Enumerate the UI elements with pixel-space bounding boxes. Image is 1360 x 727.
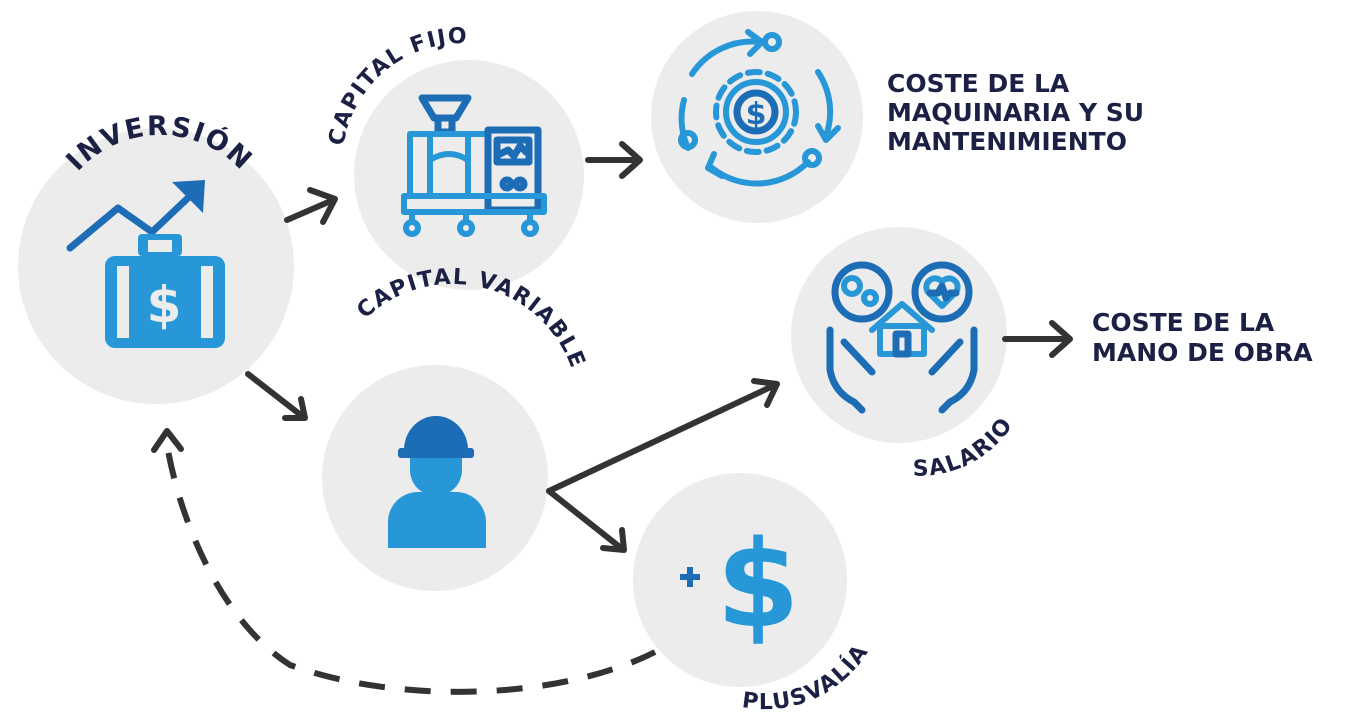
svg-text:$: $	[746, 97, 767, 132]
svg-text:$: $	[147, 276, 182, 334]
arrow-salario-to-mano-obra	[1002, 320, 1073, 358]
arrow-variable-to-salario	[546, 378, 780, 494]
worker-helmet-icon	[388, 416, 486, 548]
outcome-mano-obra: COSTE DE LA MANO DE OBRA	[1092, 308, 1313, 367]
plusvalia-circle	[633, 473, 847, 687]
outcome-maquinaria-line1: COSTE DE LA	[887, 69, 1070, 98]
outcome-maquinaria: COSTE DE LA MAQUINARIA Y SU MANTENIMIENT…	[887, 69, 1144, 156]
dashed-arrow-plusvalia-to-inversion	[151, 428, 657, 695]
arrow-fijo-to-maquinaria	[585, 141, 643, 179]
outcome-maquinaria-line3: MANTENIMIENTO	[887, 127, 1127, 156]
care-hands-house-icon	[826, 261, 978, 414]
money-briefcase-growth-icon: $	[66, 180, 225, 348]
outcome-maquinaria-line2: MAQUINARIA Y SU	[887, 98, 1144, 127]
arrow-inversion-to-fijo	[284, 187, 338, 225]
machine-icon	[401, 94, 547, 237]
arrow-inversion-to-variable	[245, 371, 308, 421]
svg-text:$: $	[716, 516, 800, 655]
arrow-variable-to-plusvalia	[546, 488, 627, 553]
plus-dollar-icon: $	[680, 516, 800, 655]
capital-variable-label: CAPITAL VARIABLE	[352, 265, 589, 373]
outcome-mano-obra-line2: MANO DE OBRA	[1092, 338, 1313, 367]
outcome-mano-obra-line1: COSTE DE LA	[1092, 308, 1275, 337]
gear-dollar-cycle-icon: $	[678, 29, 841, 187]
